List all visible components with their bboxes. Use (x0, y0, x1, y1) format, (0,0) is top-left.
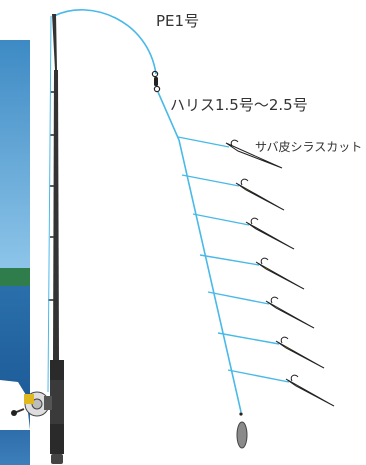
hook-6 (275, 336, 325, 369)
hook-4 (255, 257, 305, 290)
sinker-icon (236, 412, 248, 449)
hook-1 (225, 139, 283, 169)
hook-5 (265, 296, 315, 329)
leader-line (157, 91, 242, 413)
main-line (53, 9, 157, 75)
hook-3 (245, 217, 295, 250)
hook-2 (235, 178, 285, 211)
reel-icon (11, 391, 52, 417)
fishing-rod (47, 14, 64, 464)
hooks-label: サバ皮シラスカット (255, 140, 363, 154)
swivel-icon (151, 70, 161, 93)
main-line-label: PE1号 (156, 12, 200, 30)
background-photo (0, 40, 30, 465)
leader-line-label: ハリス1.5号〜2.5号 (170, 96, 308, 114)
branch-lines (177, 136, 290, 383)
hook-7 (285, 374, 335, 407)
